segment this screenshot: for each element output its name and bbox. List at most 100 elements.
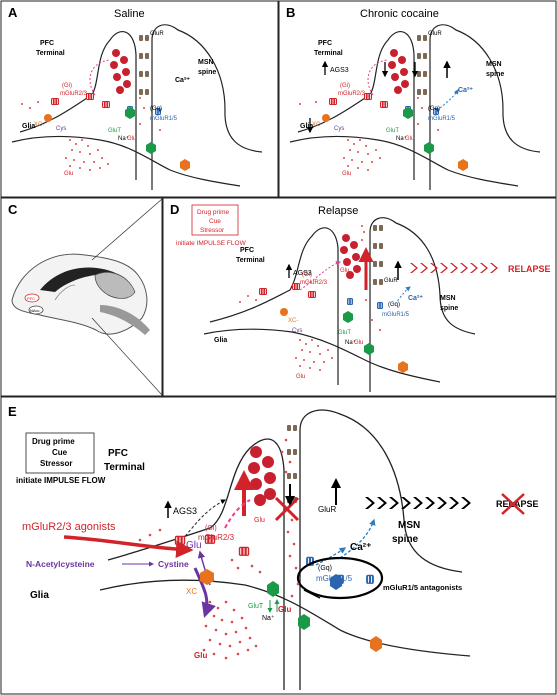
glur-label: GluR [318, 505, 336, 514]
gi-label: (Gi) [205, 525, 217, 532]
glu-label-2: Glu [64, 171, 73, 177]
vesicle-cluster [340, 234, 361, 279]
panel-d-letter: D [170, 202, 179, 217]
xc-label: XC- [312, 122, 322, 128]
panel-b: B Chronic cocaine GluR AGS3 (Gi) mGluR2/… [286, 5, 541, 190]
mglur23-label: mGluR2/3 [300, 280, 328, 286]
xc-transporter [44, 114, 52, 122]
panel-e-letter: E [8, 404, 17, 419]
feedback-arrow [367, 59, 389, 96]
pfc-terminal-membrane [19, 30, 137, 180]
impulse-label: initiate IMPULSE FLOW [16, 476, 106, 485]
pfc-region-label: PFC [27, 296, 35, 301]
glu-dots [299, 97, 439, 171]
msn-spine-label-1: MSN [398, 520, 420, 531]
gi-label: (Gi) [340, 83, 350, 89]
panel-c: C PFC NAcc [8, 198, 163, 396]
xc-label: XC [186, 587, 197, 596]
pfc-label-2: Terminal [36, 50, 65, 57]
pfc-label-1: PFC [40, 40, 54, 47]
msn-spine-label-2: spine [392, 534, 419, 545]
pfc-terminal-membrane [107, 438, 285, 690]
gi-label: (Gi) [302, 272, 312, 278]
msn-spine-membrane [151, 24, 263, 190]
brainstem [100, 305, 150, 335]
antagonist-ring [296, 556, 384, 600]
relapse-x-icon [501, 493, 525, 515]
pfc-label-2: Terminal [104, 462, 145, 473]
glu-dots [21, 97, 161, 171]
trigger-line-1: Drug prime [32, 437, 75, 446]
glur-channels [373, 225, 383, 285]
glur-channels [139, 35, 149, 95]
panel-b-frame [278, 0, 557, 198]
antagonists-label: mGluR1/5 antagonists [383, 583, 462, 592]
glu-label-2: Glu [296, 374, 305, 380]
mglur23-label: mGluR2/3 [60, 91, 88, 97]
mglur15-label: mGluR1/5 [428, 116, 456, 122]
glur-channels [287, 425, 297, 503]
glu-release-label: Glu [254, 517, 265, 524]
xc-transporter [280, 308, 288, 316]
na-label: Na⁺ [345, 339, 356, 346]
glia-membrane [11, 135, 241, 187]
nacc-region-label: NAcc [30, 308, 40, 313]
feedback-arrow [89, 59, 111, 96]
xc-transporter [200, 569, 214, 585]
cystine-arrow [193, 567, 216, 618]
relapse-chevrons [365, 497, 471, 509]
gq-label: (Gq) [388, 302, 400, 308]
gi-label: (Gi) [62, 83, 72, 89]
glur-label: GluR [384, 278, 398, 284]
mglur23-label: mGluR2/3 [198, 533, 235, 542]
glia-label: Glia [22, 123, 35, 130]
glut-label: GluT [386, 128, 399, 134]
relapse-label: RELAPSE [496, 499, 539, 509]
glur-channels [417, 35, 427, 95]
glu-label-1: Glu [127, 136, 136, 142]
msn-spine-membrane [299, 409, 463, 690]
trigger-line-3: Stressor [200, 227, 225, 234]
glut-transporter [125, 107, 135, 119]
panel-c-letter: C [8, 202, 18, 217]
glu-purple-label: Glu [186, 540, 202, 551]
glut-transporter [403, 107, 413, 119]
pfc-label-2: Terminal [314, 50, 343, 57]
glia-orange [180, 159, 190, 171]
cys-label: Cys [56, 126, 66, 132]
glia-label: Glia [300, 123, 313, 130]
na-label: Na⁺ [118, 135, 129, 142]
ca-arrow [439, 89, 459, 109]
ca-arrow [394, 286, 411, 305]
pfc-label-1: PFC [318, 40, 332, 47]
panel-d-title: Relapse [318, 205, 358, 217]
glur-label: GluR [150, 31, 164, 37]
trigger-box [191, 204, 239, 236]
glut-label: GluT [248, 603, 264, 610]
vesicle-cluster [248, 446, 276, 506]
xc-transporter [322, 114, 330, 122]
msn-spine-membrane [369, 217, 476, 392]
panel-a: A Saline GluR (Gi) mGluR2/3 (Gq) mGluR1/… [8, 5, 263, 190]
agonists-arrow [63, 535, 194, 559]
vesicle-cluster [110, 49, 131, 94]
msn-spine-label-2: spine [198, 69, 216, 76]
cystine-label: Cystine [158, 559, 189, 569]
msn-spine-label-1: MSN [440, 295, 456, 302]
glia-label: Glia [214, 337, 227, 344]
ca-label: Ca²⁺ [408, 295, 423, 302]
trigger-line-1: Drug prime [197, 209, 230, 216]
glut-label: GluT [108, 128, 121, 134]
relapse-chevrons [410, 263, 498, 273]
ca-label: Ca²⁺ [175, 77, 190, 84]
gq-label: (Gq) [428, 106, 440, 112]
ags3-label: AGS3 [330, 67, 349, 74]
glia-membrane [203, 328, 441, 383]
xc-label: XC- [34, 122, 44, 128]
nacc-region [28, 305, 44, 315]
pfc-label-1: PFC [240, 247, 254, 254]
ca-label: Ca²⁺ [350, 542, 371, 553]
ags3-label: AGS3 [173, 506, 197, 516]
pfc-terminal-membrane [297, 30, 415, 180]
panel-a-letter: A [8, 5, 18, 20]
